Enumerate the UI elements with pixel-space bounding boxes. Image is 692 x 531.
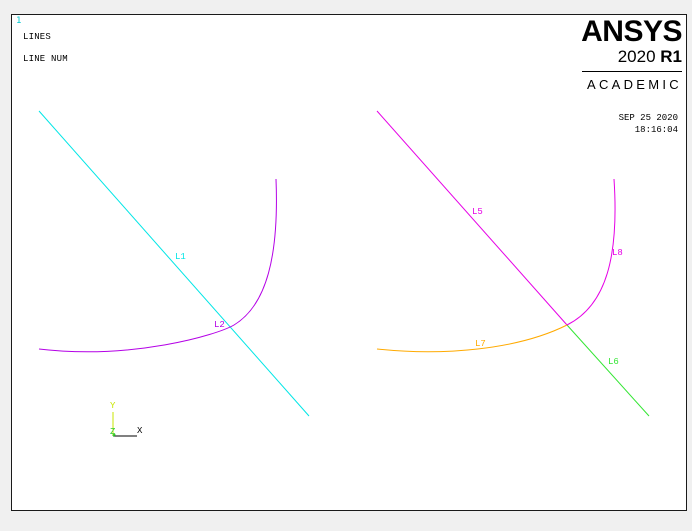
label-l2: L2 (214, 320, 225, 330)
label-l6: L6 (608, 357, 619, 367)
line-l1 (38, 110, 310, 417)
triad-x-label: X (137, 426, 143, 436)
brand-version: 2020 R1 (562, 47, 682, 67)
label-l1: L1 (175, 252, 186, 262)
triad-z-axis (112, 433, 116, 437)
model-canvas[interactable]: L1 L2 L5 L6 L7 L8 Y Z X (12, 15, 687, 511)
brand-version-release: R1 (660, 47, 682, 66)
label-l7: L7 (475, 339, 486, 349)
date-stamp: SEP 25 2020 (618, 113, 678, 123)
triad-y-label: Y (110, 401, 116, 411)
brand-edition: ACADEMIC (586, 77, 682, 92)
numbering-label: LINE NUM (23, 54, 68, 64)
label-l8: L8 (612, 248, 623, 258)
line-l8 (566, 178, 616, 326)
triad-z-label: Z (110, 427, 116, 437)
label-l5: L5 (472, 207, 483, 217)
coordinate-triad: Y Z X (110, 401, 143, 437)
brand-name: ANSYS (581, 15, 682, 48)
brand-version-year: 2020 (617, 47, 656, 66)
ansys-logo: ANSYS 2020 R1 ACADEMIC (562, 15, 682, 93)
brand-divider (582, 71, 682, 72)
graphics-window[interactable]: 1 LINES LINE NUM ANSYS 2020 R1 ACADEMIC … (11, 14, 687, 511)
window-number: 1 (16, 16, 22, 26)
time-stamp: 18:16:04 (634, 125, 678, 135)
plot-type-label: LINES (23, 32, 52, 42)
line-l7 (376, 324, 568, 353)
line-l2 (38, 178, 277, 353)
line-l5 (376, 110, 568, 326)
line-l6 (566, 324, 650, 417)
